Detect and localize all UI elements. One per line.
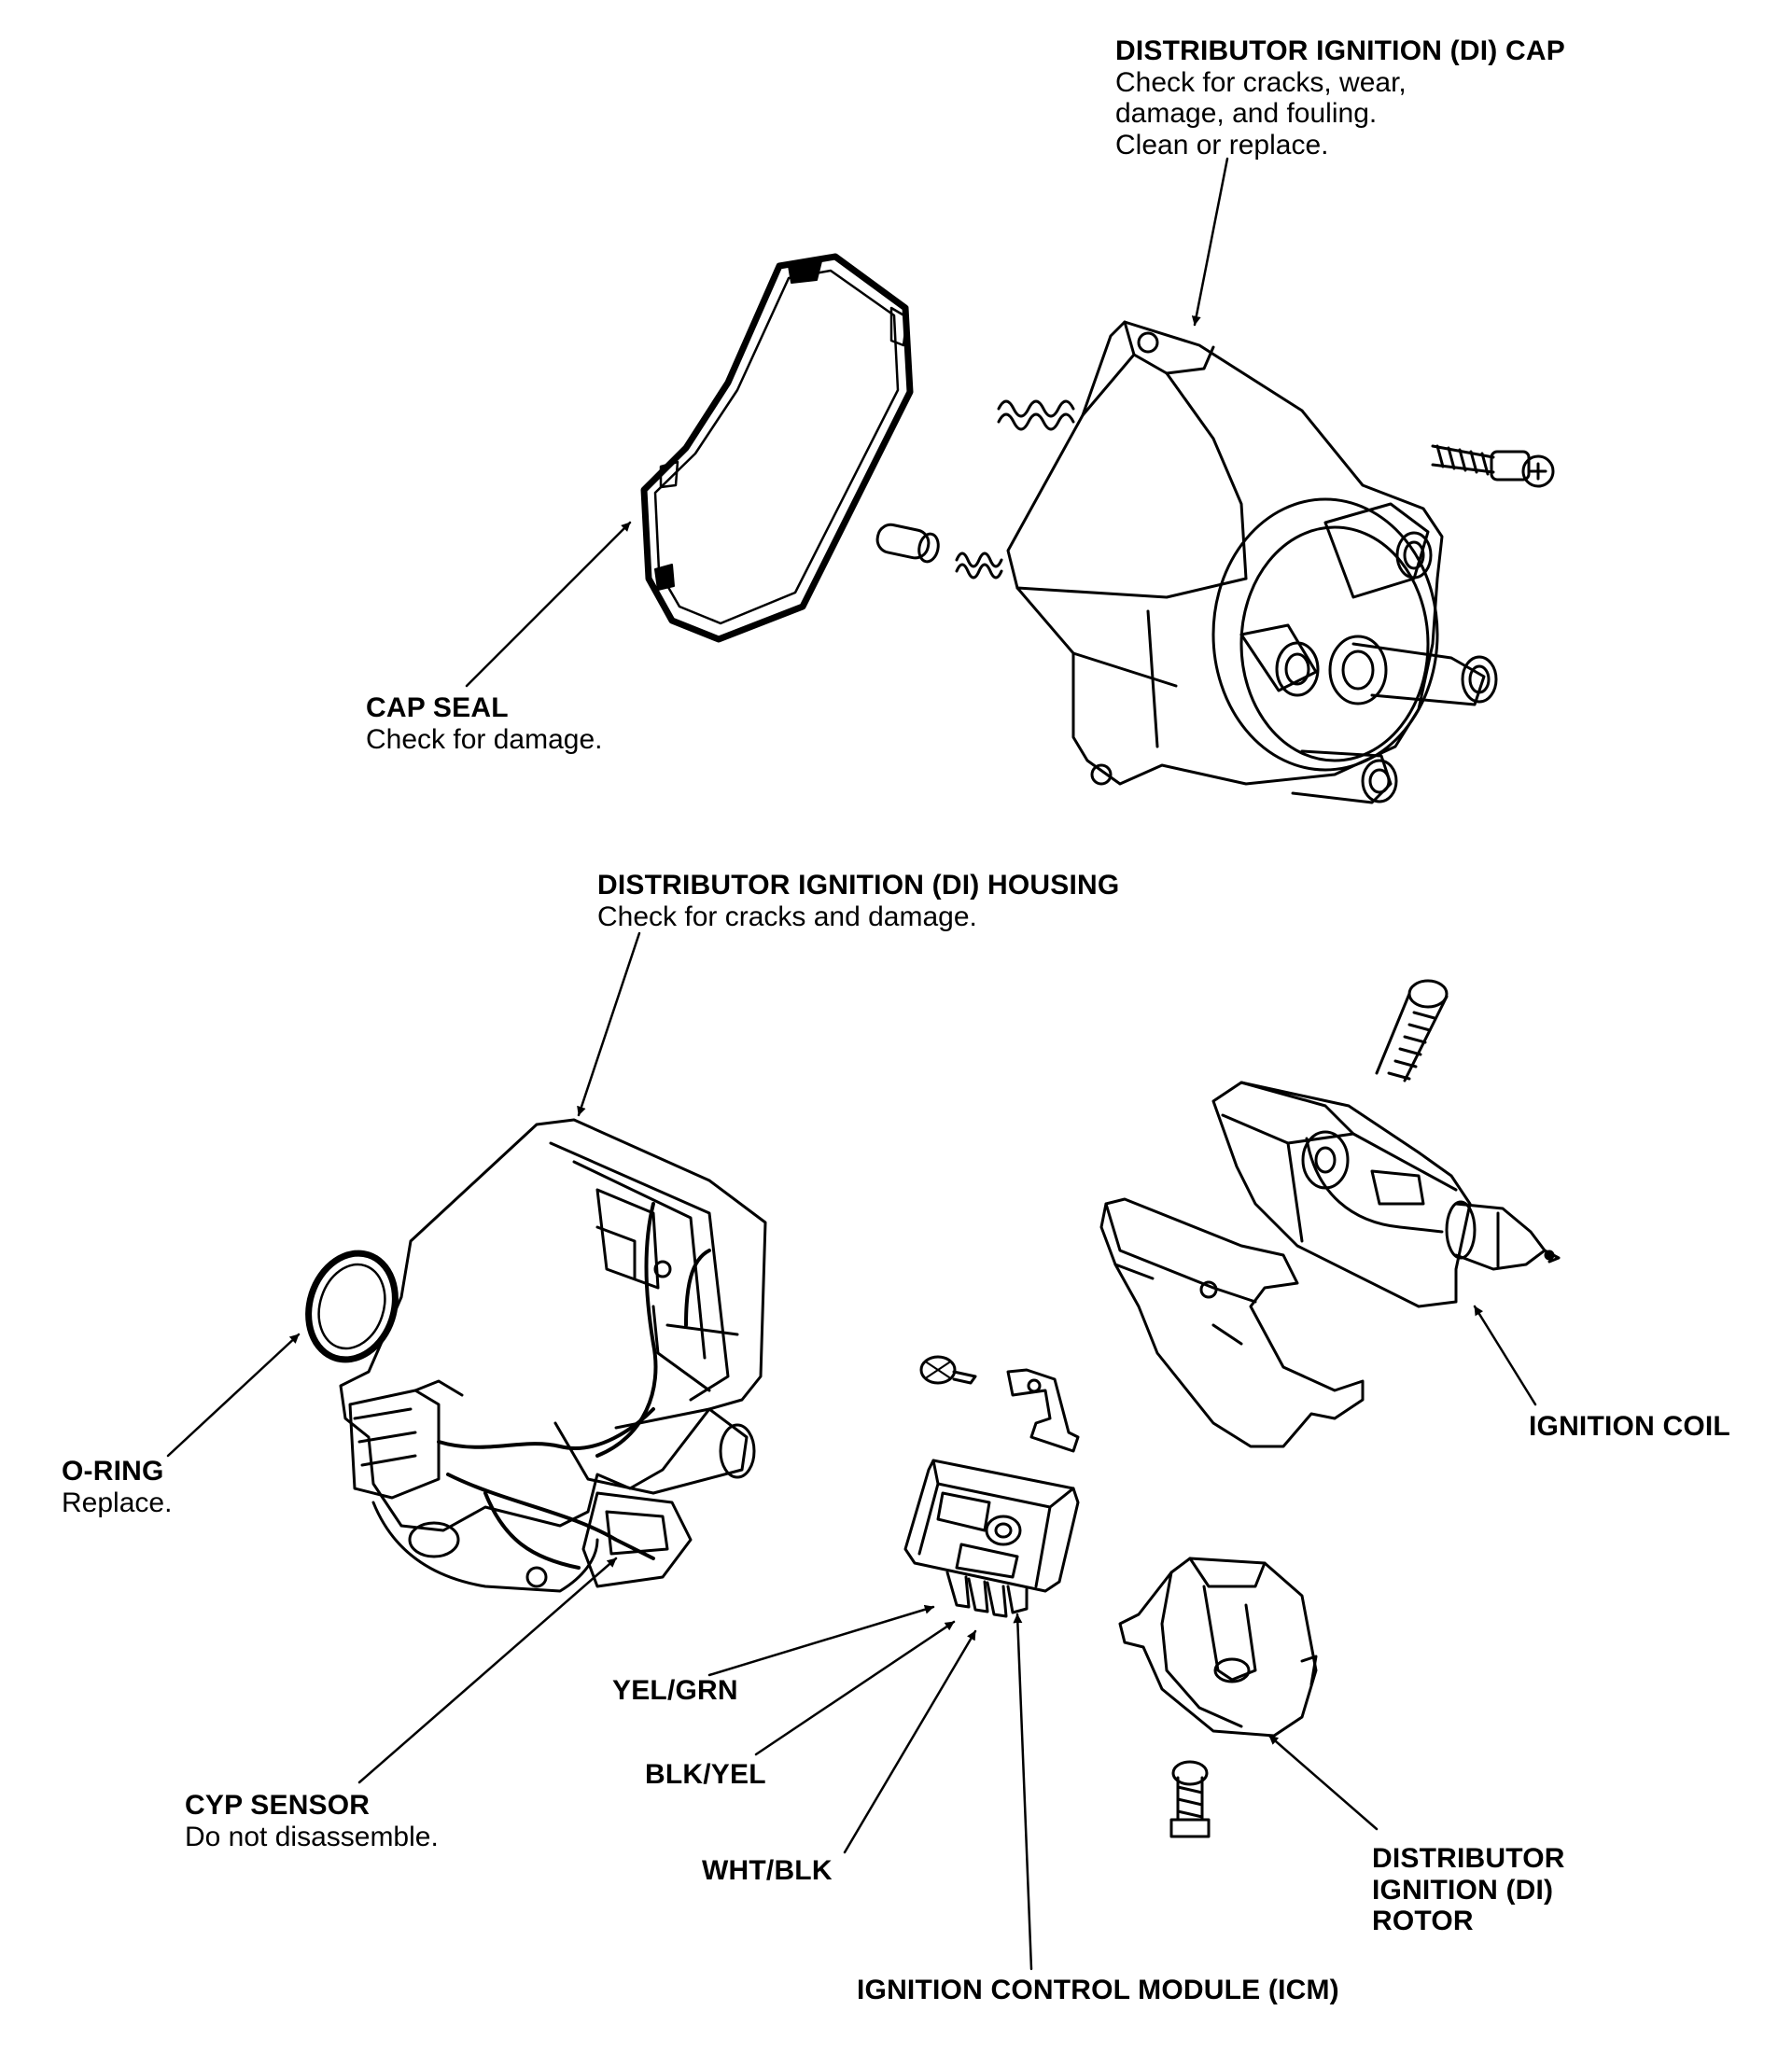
arrow-cyp-sensor: [357, 1557, 618, 1784]
callout-di-housing: DISTRIBUTOR IGNITION (DI) HOUSING Check …: [597, 870, 1119, 932]
cyp-sensor-title: CYP SENSOR: [185, 1790, 371, 1821]
o-ring-illustration: [295, 1242, 408, 1371]
di-cap-note-2: damage, and fouling.: [1115, 98, 1378, 130]
cap-seal-illustration: [644, 257, 910, 639]
icm-title: IGNITION CONTROL MODULE (ICM): [857, 1975, 1339, 2005]
ignition-coil-illustration: [1101, 981, 1559, 1446]
callout-yel-grn: YEL/GRN: [612, 1675, 738, 1707]
o-ring-title: O-RING: [62, 1456, 164, 1487]
di-cap-title: DISTRIBUTOR IGNITION (DI) CAP: [1115, 35, 1565, 66]
arrow-o-ring: [166, 1333, 301, 1458]
di-rotor-line-3: ROTOR: [1372, 1906, 1474, 1937]
callout-ignition-coil: IGNITION COIL: [1529, 1411, 1730, 1443]
arrow-yel-grn: [707, 1604, 935, 1677]
arrow-blk-yel: [754, 1620, 956, 1756]
callout-wht-blk: WHT/BLK: [702, 1855, 833, 1887]
wire-wht-blk: WHT/BLK: [702, 1855, 833, 1886]
di-cap-note-1: Check for cracks, wear,: [1115, 66, 1407, 98]
ignition-coil-title: IGNITION COIL: [1529, 1411, 1730, 1442]
di-cap-illustration: [875, 322, 1553, 803]
arrow-di-cap: [1191, 157, 1229, 327]
callout-o-ring: O-RING Replace.: [62, 1456, 172, 1518]
wire-blk-yel: BLK/YEL: [645, 1759, 766, 1790]
cyp-sensor-note: Do not disassemble.: [185, 1821, 439, 1852]
wire-yel-grn: YEL/GRN: [612, 1675, 738, 1706]
di-rotor-line-2: IGNITION (DI): [1372, 1874, 1554, 1906]
leader-arrows: [166, 157, 1537, 1971]
di-housing-note: Check for cracks and damage.: [597, 901, 977, 932]
di-cap-note-3: Clean or replace.: [1115, 129, 1329, 161]
arrow-ignition-coil: [1473, 1305, 1537, 1406]
arrow-wht-blk: [843, 1629, 977, 1854]
cap-seal-title: CAP SEAL: [366, 692, 509, 723]
callout-icm: IGNITION CONTROL MODULE (ICM): [857, 1975, 1339, 2006]
callout-cap-seal: CAP SEAL Check for damage.: [366, 692, 602, 755]
di-housing-illustration: [341, 1120, 765, 1591]
arrow-cap-seal: [465, 521, 632, 688]
arrow-di-rotor: [1267, 1734, 1379, 1831]
callout-di-cap: DISTRIBUTOR IGNITION (DI) CAP Check for …: [1115, 35, 1565, 161]
icm-illustration: [905, 1357, 1078, 1616]
arrow-di-housing: [577, 931, 641, 1117]
di-rotor-illustration: [1120, 1558, 1316, 1837]
callout-cyp-sensor: CYP SENSOR Do not disassemble.: [185, 1790, 439, 1852]
o-ring-note: Replace.: [62, 1487, 173, 1518]
di-housing-title: DISTRIBUTOR IGNITION (DI) HOUSING: [597, 870, 1120, 901]
cap-seal-note: Check for damage.: [366, 723, 603, 755]
di-rotor-line-1: DISTRIBUTOR: [1372, 1843, 1565, 1874]
arrow-icm: [1013, 1613, 1033, 1971]
callout-blk-yel: BLK/YEL: [645, 1759, 766, 1791]
callout-di-rotor: DISTRIBUTOR IGNITION (DI) ROTOR: [1372, 1843, 1565, 1937]
